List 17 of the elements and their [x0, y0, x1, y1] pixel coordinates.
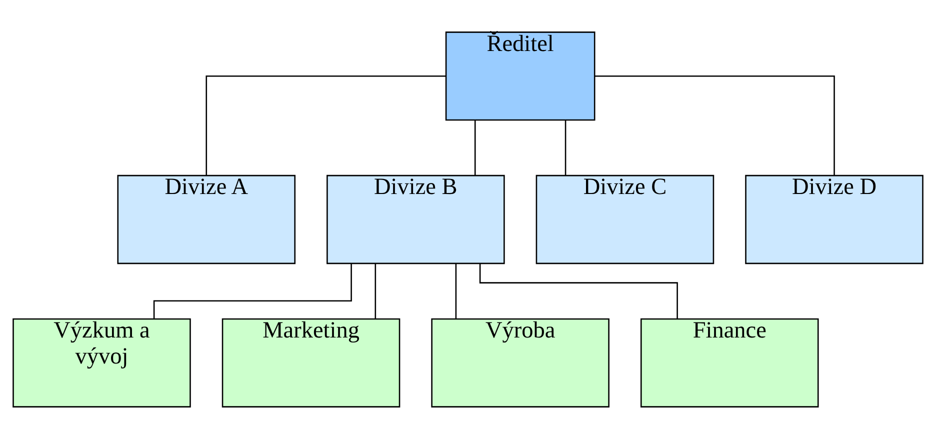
node-box: Výzkum a vývoj [12, 318, 191, 408]
node-box: Výroba [431, 318, 610, 408]
node-box: Marketing [222, 318, 400, 408]
connector [153, 264, 352, 319]
node-box: Divize D [745, 174, 924, 264]
connector [455, 264, 457, 319]
node-box: Divize C [536, 174, 714, 264]
node-box: Divize B [326, 174, 505, 264]
node-box: Divize A [117, 174, 296, 264]
node-box: Ředitel [445, 32, 596, 121]
connector [594, 75, 835, 176]
connector [479, 263, 678, 319]
node-box: Finance [640, 318, 819, 408]
connector [564, 120, 566, 176]
connector [206, 75, 446, 176]
connector [374, 264, 376, 319]
connector [474, 120, 476, 176]
